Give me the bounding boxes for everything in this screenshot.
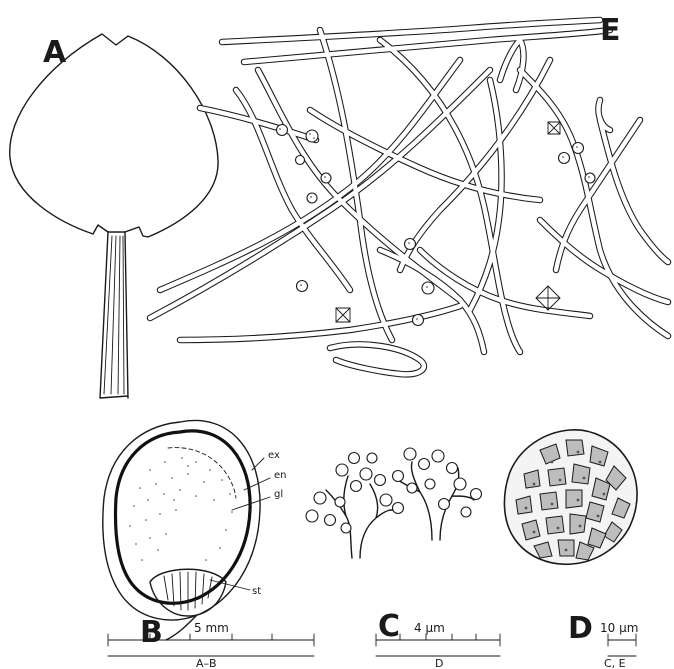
- scale-bar-c-e: [608, 634, 636, 656]
- panel-e-hyphae-cores: [150, 20, 668, 374]
- panel-b-endosperm: [116, 431, 251, 603]
- panel-a-label: A: [43, 35, 67, 70]
- panel-c-label: C: [378, 609, 400, 644]
- scale-bar-c-e-target: C, E: [604, 657, 626, 669]
- scale-bar-d-value: 4 μm: [414, 621, 445, 635]
- panel-d-label: D: [568, 611, 593, 646]
- panel-c-right-branch: [398, 462, 474, 540]
- panel-b-inner-dashed: [168, 448, 236, 498]
- panel-e-drawing: [150, 20, 668, 374]
- scale-bar-a-b-target: A–B: [196, 657, 217, 669]
- panel-b-leaders: [210, 458, 270, 590]
- panel-e-label: E: [600, 13, 621, 48]
- panel-b-drawing: [103, 420, 270, 640]
- panel-a-drawing: [10, 34, 218, 398]
- label-gl: gl: [274, 489, 283, 500]
- label-st: st: [252, 586, 261, 597]
- scale-bar-c-e-value: 10 μm: [600, 621, 638, 635]
- panel-b-exocarp: [103, 420, 260, 620]
- panel-b-stipple: [129, 457, 233, 561]
- label-ex: ex: [268, 450, 280, 461]
- scale-bar-a-b: [108, 634, 314, 656]
- label-en: en: [274, 470, 287, 481]
- scale-bar-a-b-value: 5 mm: [194, 621, 229, 635]
- panel-b-label: B: [140, 615, 163, 650]
- panel-c-drawing: [306, 448, 482, 558]
- panel-a-blade-outline: [10, 34, 218, 237]
- panel-d-drawing: [504, 430, 637, 564]
- scale-bar-d-target: D: [435, 657, 443, 669]
